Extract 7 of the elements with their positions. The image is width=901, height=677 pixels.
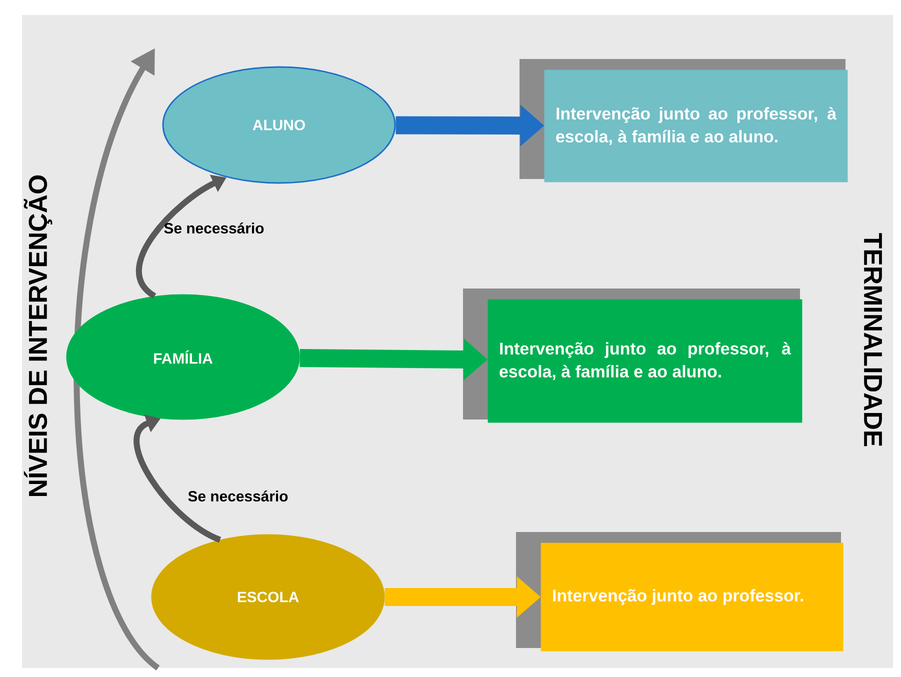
- edge-label: Se necessário: [164, 222, 264, 234]
- text-box: Intervenção junto ao professor.: [516, 532, 844, 652]
- text-box: Intervenção junto ao professor, à escola, à família e ao aluno.: [520, 59, 848, 182]
- text-box: Intervenção junto ao professor, à escola, à família e ao aluno.: [463, 288, 802, 423]
- axis-title: TERMINALIDADE: [864, 233, 882, 446]
- curved-arrow: [134, 414, 222, 543]
- edge-label: Se necessário: [188, 490, 288, 502]
